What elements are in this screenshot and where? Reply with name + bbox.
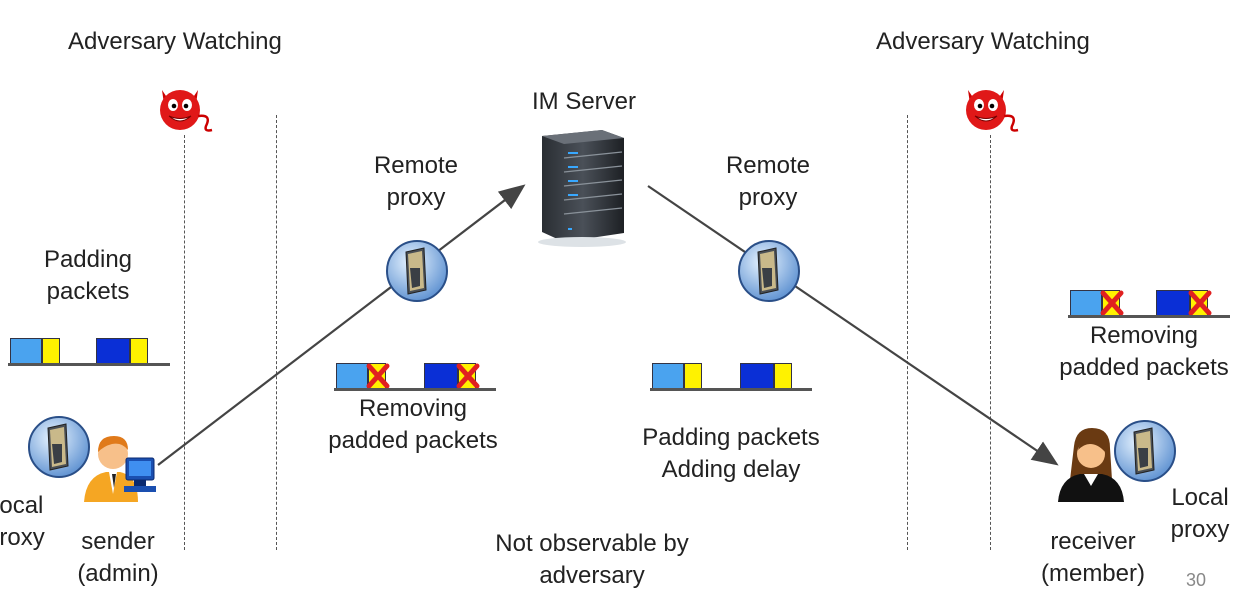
sender-line1: sender	[81, 528, 155, 555]
server-icon	[538, 130, 626, 247]
remove-x-icon	[1188, 290, 1212, 316]
packet-light	[10, 338, 42, 364]
sender-line2: (admin)	[77, 560, 159, 587]
remove-x-icon	[456, 363, 480, 389]
packet-baseline	[8, 363, 170, 366]
packet-dark	[740, 363, 774, 389]
padding-left-label: Padding packets	[30, 244, 146, 308]
removing-mid-label: Removing padded packets	[324, 393, 502, 457]
removing-right-label: Removing padded packets	[1054, 320, 1234, 384]
proxy-globe-icon	[738, 240, 800, 302]
local-proxy-right-line2: proxy	[1170, 516, 1230, 543]
padding-mid-label: Padding packets Adding delay	[636, 422, 826, 486]
packet-baseline	[334, 388, 496, 391]
packet-baseline	[650, 388, 812, 391]
receiver-line1: receiver	[1050, 528, 1136, 555]
packet-dark	[424, 363, 458, 389]
remove-x-icon	[1100, 290, 1124, 316]
removing-right-line2: padded packets	[1059, 354, 1229, 381]
padding-block	[684, 363, 702, 389]
packet-group-removing-mid	[334, 363, 496, 391]
center-note-line2: adversary	[539, 562, 645, 589]
boundary-left-dashed-line	[276, 115, 277, 550]
arrow-server-to-receiver	[647, 185, 1059, 466]
packet-group-padding-mid	[650, 363, 812, 391]
removing-right-line1: Removing	[1089, 322, 1199, 349]
local-proxy-right-line1: Local	[1171, 484, 1229, 511]
padding-mid-line2: Adding delay	[661, 456, 801, 483]
remote-proxy-left-line2: proxy	[386, 184, 446, 211]
proxy-globe-icon	[1114, 420, 1176, 482]
padding-left-line1: Padding	[43, 246, 133, 273]
packet-group-padding-left	[8, 338, 170, 366]
padding-mid-line1: Padding packets	[642, 424, 820, 451]
proxy-globe-icon	[386, 240, 448, 302]
remote-proxy-left-line1: Remote	[373, 152, 459, 179]
sender-label: sender (admin)	[66, 526, 170, 590]
proxy-globe-icon	[28, 416, 90, 478]
remote-proxy-left-label: Remote proxy	[362, 150, 470, 214]
remote-proxy-right-line2: proxy	[738, 184, 798, 211]
packet-light	[1070, 290, 1102, 316]
packet-group-removing-right	[1068, 290, 1230, 318]
packet-baseline	[1068, 315, 1230, 318]
remote-proxy-right-label: Remote proxy	[714, 150, 822, 214]
local-proxy-right-label: Local proxy	[1164, 482, 1236, 546]
remote-proxy-right-line1: Remote	[725, 152, 811, 179]
packet-light	[336, 363, 368, 389]
adversary-left-dashed-line	[184, 135, 185, 550]
packet-dark	[1156, 290, 1190, 316]
local-proxy-left-line2: proxy	[0, 524, 45, 551]
adversary-right-dashed-line	[990, 135, 991, 550]
arrow-sender-to-server	[157, 184, 526, 466]
center-note-label: Not observable by adversary	[482, 528, 702, 592]
adversary-right-label: Adversary Watching	[876, 28, 1090, 55]
receiver-person-icon	[1058, 428, 1124, 502]
adversary-left-label: Adversary Watching	[68, 28, 282, 55]
packet-dark	[96, 338, 130, 364]
padding-block	[130, 338, 148, 364]
server-label: IM Server	[532, 88, 637, 115]
devil-icon	[160, 90, 213, 132]
removing-mid-line1: Removing	[358, 395, 468, 422]
receiver-line2: (member)	[1040, 560, 1145, 587]
receiver-label: receiver (member)	[1034, 526, 1152, 590]
slide-number: 30	[1186, 570, 1207, 590]
padding-left-line2: packets	[46, 278, 130, 305]
padding-block	[42, 338, 60, 364]
center-note-line1: Not observable by	[495, 530, 689, 557]
packet-light	[652, 363, 684, 389]
local-proxy-left-label: Local proxy	[0, 490, 66, 554]
remove-x-icon	[366, 363, 390, 389]
sender-person-icon	[84, 436, 156, 502]
devil-icon	[966, 90, 1019, 132]
removing-mid-line2: padded packets	[328, 427, 498, 454]
boundary-right-dashed-line	[907, 115, 908, 550]
local-proxy-left-line1: Local	[0, 492, 44, 519]
padding-block	[774, 363, 792, 389]
